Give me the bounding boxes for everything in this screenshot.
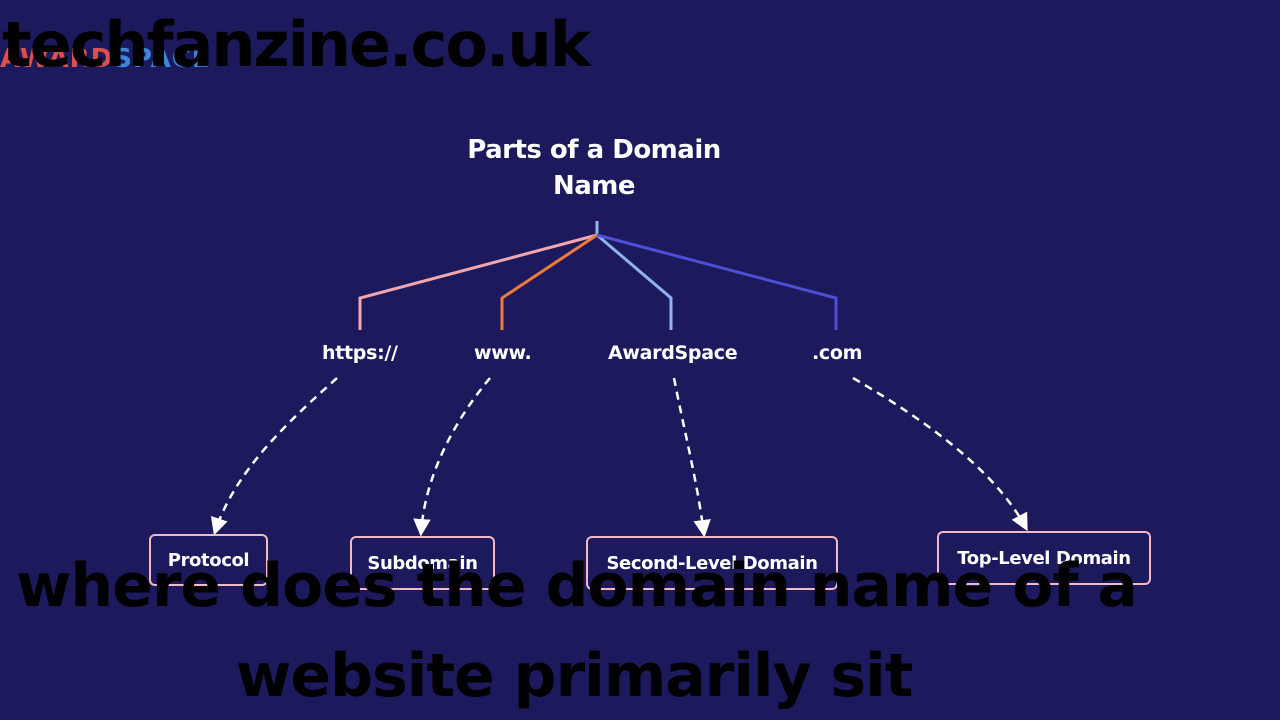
diagram-title: Parts of a Domain Name xyxy=(467,135,721,201)
caption-line-2: website primarily sit xyxy=(236,641,913,711)
label-box-subdomain: Subdomain xyxy=(350,536,495,590)
part-second-level: AwardSpace xyxy=(608,342,738,364)
caption-line-1: where does the domain name of a xyxy=(16,551,1138,621)
label-box-protocol: Protocol xyxy=(149,534,268,586)
part-top-level: .com xyxy=(812,342,863,364)
arrow-second-level xyxy=(672,377,711,538)
logo-part-1: AWARD xyxy=(0,44,114,74)
label-top-level: Top-Level Domain xyxy=(957,547,1131,569)
branch-protocol xyxy=(358,233,598,330)
label-protocol: Protocol xyxy=(167,549,250,571)
site-watermark: techfanzine.co.uk xyxy=(2,8,591,81)
part-protocol: https:// xyxy=(322,342,398,364)
part-subdomain: www. xyxy=(474,342,532,364)
label-second-level: Second-Level Domain xyxy=(606,552,818,574)
awardspace-logo: AWARDSPACE xyxy=(0,44,211,74)
label-subdomain: Subdomain xyxy=(367,552,478,574)
label-box-top-level: Top-Level Domain xyxy=(937,531,1151,585)
arrow-subdomain xyxy=(413,377,491,537)
branch-top-level xyxy=(596,233,838,330)
arrow-protocol xyxy=(210,377,338,536)
branch-second-level xyxy=(596,233,673,330)
arrow-top-level xyxy=(852,376,1028,532)
branch-subdomain xyxy=(500,233,598,330)
logo-part-2: SPACE xyxy=(113,44,211,74)
label-box-second-level: Second-Level Domain xyxy=(586,536,838,590)
